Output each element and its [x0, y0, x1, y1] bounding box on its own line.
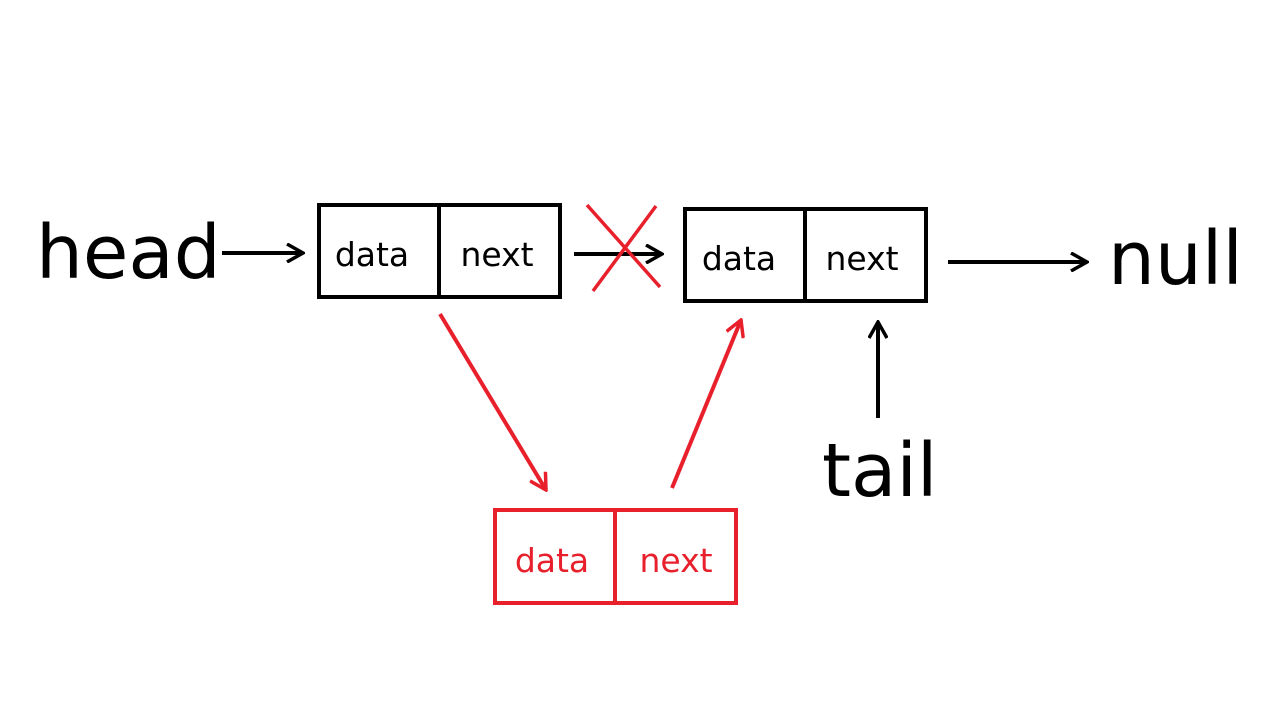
first-node: data next	[317, 203, 562, 299]
null-label: null	[1108, 216, 1243, 302]
inserted-node-data-label: data	[515, 541, 589, 580]
inserted-next-arrow	[670, 320, 741, 489]
cross-mark-icon	[585, 203, 662, 293]
inserted-node: data next	[493, 508, 738, 605]
first-node-next-label: next	[460, 235, 533, 274]
inserted-node-next-label: next	[639, 541, 712, 580]
new-link-to-inserted-arrow	[438, 312, 546, 490]
second-node-next-label: next	[825, 239, 898, 278]
first-node-data-label: data	[335, 235, 409, 274]
tail-label: tail	[822, 428, 937, 514]
second-node-data-label: data	[702, 239, 776, 278]
second-node: data next	[683, 207, 928, 303]
head-label: head	[36, 210, 221, 296]
